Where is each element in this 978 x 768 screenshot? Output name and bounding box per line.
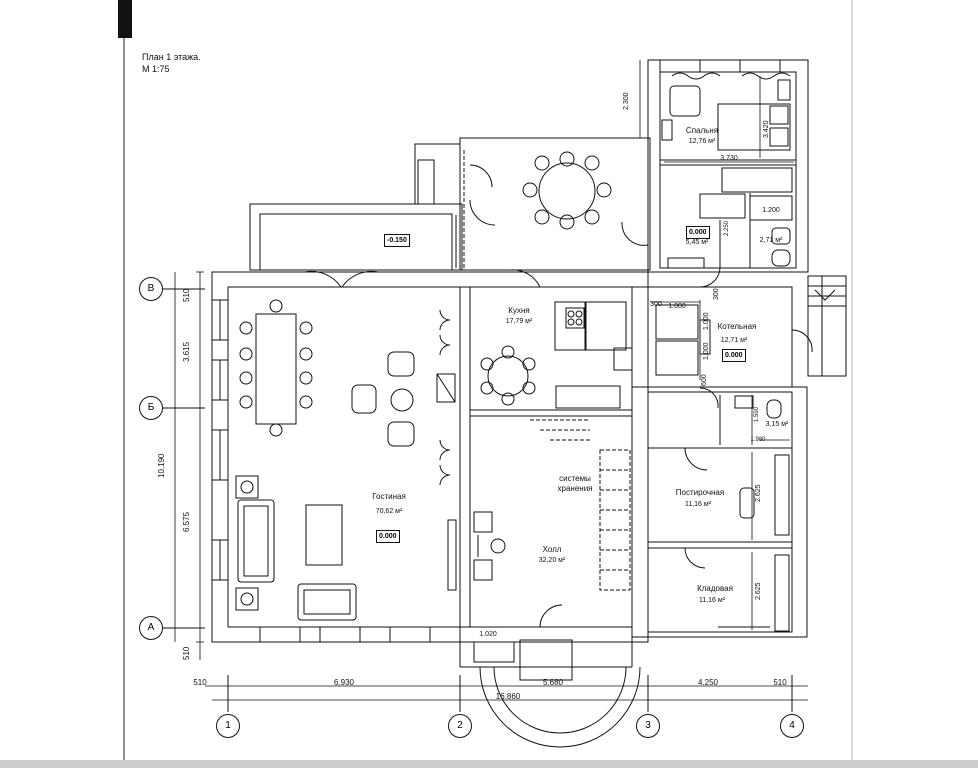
room-name-hall: Холл xyxy=(542,545,562,554)
room-area-kitchen: 17,79 м² xyxy=(505,318,533,325)
room-area-boiler: 12,71 м² xyxy=(720,337,748,344)
dim-bot-16860: 16.860 xyxy=(495,692,521,701)
storage-label-1: системы xyxy=(559,474,591,483)
dim-2300: 2.300 xyxy=(623,92,630,110)
axis-marker-4: 4 xyxy=(780,714,804,738)
dim-1000-a: 1.000 xyxy=(668,303,686,310)
dim-left-10190: 10.190 xyxy=(157,453,166,478)
dim-bot-6930: 6.930 xyxy=(333,678,355,687)
sheet-bottom-bar xyxy=(0,760,978,768)
axis-marker-v: В xyxy=(139,277,163,301)
dim-1020: 1.020 xyxy=(479,631,497,638)
level-mark-boiler: 0.000 xyxy=(722,349,746,362)
room-name-boiler: Котельная xyxy=(717,322,757,331)
room-name-kitchen: Кухня xyxy=(508,306,530,315)
outer-stairs-right xyxy=(807,275,847,377)
room-name-bedroom: Спальня xyxy=(685,126,719,135)
entrance-porch xyxy=(479,639,641,748)
dim-1000-c: 1.000 xyxy=(703,342,710,360)
dim-bot-4250: 4.250 xyxy=(697,678,719,687)
room-area-bath2: 3,15 м² xyxy=(765,421,789,428)
dim-3730: 3.730 xyxy=(720,155,738,162)
dim-2625-a: 2.625 xyxy=(755,484,762,502)
dim-300-b: 300 xyxy=(713,288,720,300)
dining-table-living xyxy=(239,299,313,437)
dim-1200: 1.200 xyxy=(762,207,780,214)
windows-bottom xyxy=(259,59,781,643)
dim-bot-510-b: 510 xyxy=(773,678,787,687)
level-mark-corridor: 0.000 xyxy=(686,226,710,239)
axis-marker-1: 1 xyxy=(216,714,240,738)
fireplace-mark xyxy=(436,373,456,403)
dim-bot-510-a: 510 xyxy=(193,678,207,687)
dim-1000-b: 1.000 xyxy=(703,312,710,330)
axis-marker-3: 3 xyxy=(636,714,660,738)
sofa-group xyxy=(235,475,457,621)
axis-marker-2: 2 xyxy=(448,714,472,738)
room-area-corridor: 5,45 м² xyxy=(685,239,709,246)
hall-furniture xyxy=(473,511,515,663)
dim-300: 300 xyxy=(650,301,662,308)
room-area-bedroom: 12,76 м² xyxy=(688,138,716,145)
axis-marker-a: А xyxy=(139,616,163,640)
interior-walls xyxy=(459,159,796,668)
room-name-living: Гостиная xyxy=(372,492,406,501)
dim-left-510-top: 510 xyxy=(182,288,191,302)
fireplace xyxy=(436,373,456,403)
bath-fixtures xyxy=(667,167,793,419)
hall-staircase xyxy=(530,419,631,591)
level-mark-terrace: -0.150 xyxy=(384,234,410,247)
storage-label-2: хранения xyxy=(557,484,593,493)
dim-2250: 2.250 xyxy=(724,220,730,236)
dim-3420: 3.420 xyxy=(763,120,770,138)
doors xyxy=(304,164,813,628)
bedroom-furniture xyxy=(661,72,791,151)
room-area-laundry: 11,16 м² xyxy=(684,501,712,508)
laundry-fixtures xyxy=(718,454,790,632)
dim-bot-5680: 5.680 xyxy=(542,678,564,687)
terrace-details xyxy=(417,150,465,268)
axis-marker-b: Б xyxy=(139,396,163,420)
room-area-pantry: 11,16 м² xyxy=(698,597,726,604)
dimension-lines xyxy=(174,60,808,701)
dim-left-510-bot: 510 xyxy=(182,646,191,660)
dim-1590: 1.590 xyxy=(754,406,760,422)
room-name-laundry: Постирочная xyxy=(675,488,725,497)
armchairs-living xyxy=(351,351,415,447)
dim-1980: 1.980 xyxy=(750,437,766,443)
frame-corner-mark xyxy=(118,0,132,38)
terrace-dining xyxy=(522,151,612,230)
level-mark-living: 0.000 xyxy=(376,530,400,543)
dim-left-3615: 3.615 xyxy=(182,341,191,362)
room-area-hall: 32,20 м² xyxy=(538,557,566,564)
dim-2625-b: 2.625 xyxy=(755,582,762,600)
room-area-bath1: 2,71 м² xyxy=(759,237,783,244)
room-area-living: 70,62 м² xyxy=(375,508,403,515)
room-name-pantry: Кладовая xyxy=(697,584,733,593)
dim-600: 600 xyxy=(701,374,708,386)
plan-title: План 1 этажа. xyxy=(142,52,201,62)
plan-scale: М 1:75 xyxy=(142,64,170,74)
dim-left-6575: 6.575 xyxy=(182,511,191,532)
windows-left xyxy=(211,299,229,581)
kitchen-furniture xyxy=(480,301,633,409)
exterior-walls xyxy=(211,59,809,643)
